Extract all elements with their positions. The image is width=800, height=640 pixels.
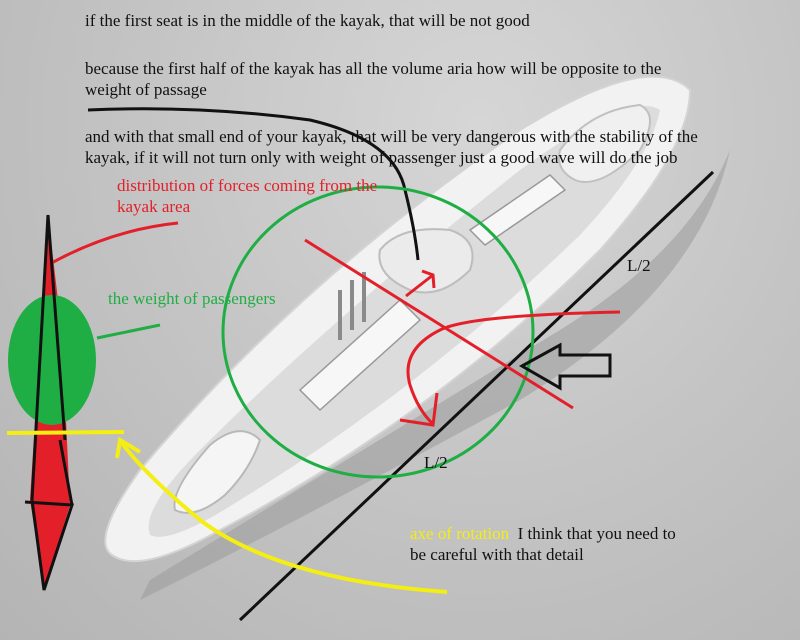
note-line-1: if the first seat is in the middle of th…	[85, 11, 530, 30]
force-annotations	[304, 238, 621, 427]
note-line-3b: kayak, if it will not turn only with wei…	[85, 148, 678, 167]
axis-comment-a: I think that you need to	[517, 524, 676, 543]
note-line-2b: weight of passage	[85, 80, 207, 99]
note-line-2a: because the first half of the kayak has …	[85, 59, 662, 78]
rotation-arrow	[118, 438, 448, 594]
axis-note: axe of rotation I think that you need to	[410, 523, 676, 544]
forces-label-b: kayak area	[117, 197, 191, 216]
axis-label: axe of rotation	[410, 524, 510, 543]
push-arrow-icon	[518, 342, 612, 391]
half-length-line	[238, 170, 715, 622]
note-line-3a: and with that small end of your kayak, t…	[85, 127, 698, 146]
axis-comment-b: be careful with that detail	[410, 545, 584, 564]
weight-label: the weight of passengers	[108, 289, 276, 308]
forces-label-a: distribution of forces coming from the	[117, 176, 378, 195]
weight-pointer	[96, 323, 161, 340]
pointer-curve	[87, 107, 420, 261]
weight-circle	[221, 185, 535, 479]
kayak-shadow	[140, 150, 730, 600]
half-length-label-bottom: L/2	[424, 453, 448, 472]
cross-section	[6, 214, 125, 591]
half-length-label-top: L/2	[627, 256, 651, 275]
kayak-hull	[104, 75, 692, 563]
forces-pointer	[47, 221, 179, 267]
